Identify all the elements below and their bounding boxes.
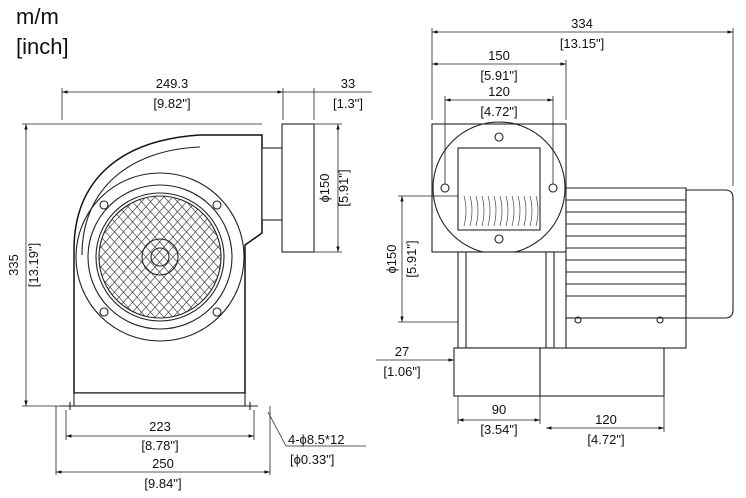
dim-width-mm: 249.3 <box>156 76 189 91</box>
dim-hole-spacing-mm: 223 <box>149 419 171 434</box>
dim-inlet-mm: ϕ150 <box>384 245 399 274</box>
dim-outlet-mm: ϕ150 <box>317 174 332 203</box>
bolt-hole <box>99 307 109 317</box>
dim-base-width-inch: [9.84"] <box>144 476 181 491</box>
dim-motor-base-mm: 120 <box>595 412 617 427</box>
dim-flange-mm: 33 <box>341 76 355 91</box>
dim-offset-inch: [1.06"] <box>383 364 420 379</box>
side-view: 249.3 [9.82"] 33 [1.3"] ϕ150 [5.91"] 335… <box>6 76 372 491</box>
outlet-duct <box>261 147 283 221</box>
dim-base-depth-mm: 90 <box>492 402 506 417</box>
units-mm-label: m/m <box>16 4 59 29</box>
dim-total-length-inch: [13.15"] <box>560 36 604 51</box>
front-view: 334 [13.15"] 150 [5.91"] 120 [4.72"] ϕ15… <box>376 16 734 447</box>
motor-body <box>565 187 687 319</box>
dim-flange-width-mm: 150 <box>488 48 510 63</box>
housing-body <box>457 251 555 349</box>
dim-bolt-spacing-mm: 120 <box>488 84 510 99</box>
dim-bolt-spacing-inch: [4.72"] <box>480 104 517 119</box>
bolt-hole <box>212 307 222 317</box>
units-inch-label: [inch] <box>16 34 69 59</box>
dim-height-mm: 335 <box>6 254 21 276</box>
dim-base-width-mm: 250 <box>152 456 174 471</box>
outlet-opening <box>457 147 541 231</box>
dim-hole-spacing-inch: [8.78"] <box>141 438 178 453</box>
dim-flange-width-inch: [5.91"] <box>480 68 517 83</box>
dim-height-inch: [13.19"] <box>26 243 41 287</box>
dim-offset-mm: 27 <box>395 344 409 359</box>
motor-end-cap <box>685 189 734 319</box>
outlet-flange <box>281 123 315 253</box>
dim-outlet-inch: [5.91"] <box>336 169 351 206</box>
inlet-flange <box>431 123 567 253</box>
bolt-hole <box>212 200 222 210</box>
dim-inlet-inch: [5.91"] <box>404 240 419 277</box>
bolt-hole <box>99 200 109 210</box>
dim-width-inch: [9.82"] <box>153 96 190 111</box>
dim-motor-base-inch: [4.72"] <box>587 432 624 447</box>
inlet-ring-outer <box>75 172 245 342</box>
motor-base <box>539 347 665 397</box>
side-base <box>73 392 246 407</box>
dim-base-depth-inch: [3.54"] <box>480 422 517 437</box>
impeller-blades <box>463 195 542 227</box>
dim-flange-inch: [1.3"] <box>333 96 363 111</box>
mount-holes-mm: 4-ϕ8.5*12 <box>288 432 344 447</box>
dim-total-length-mm: 334 <box>571 16 593 31</box>
mount-holes-inch: [ϕ0.33"] <box>290 452 334 467</box>
